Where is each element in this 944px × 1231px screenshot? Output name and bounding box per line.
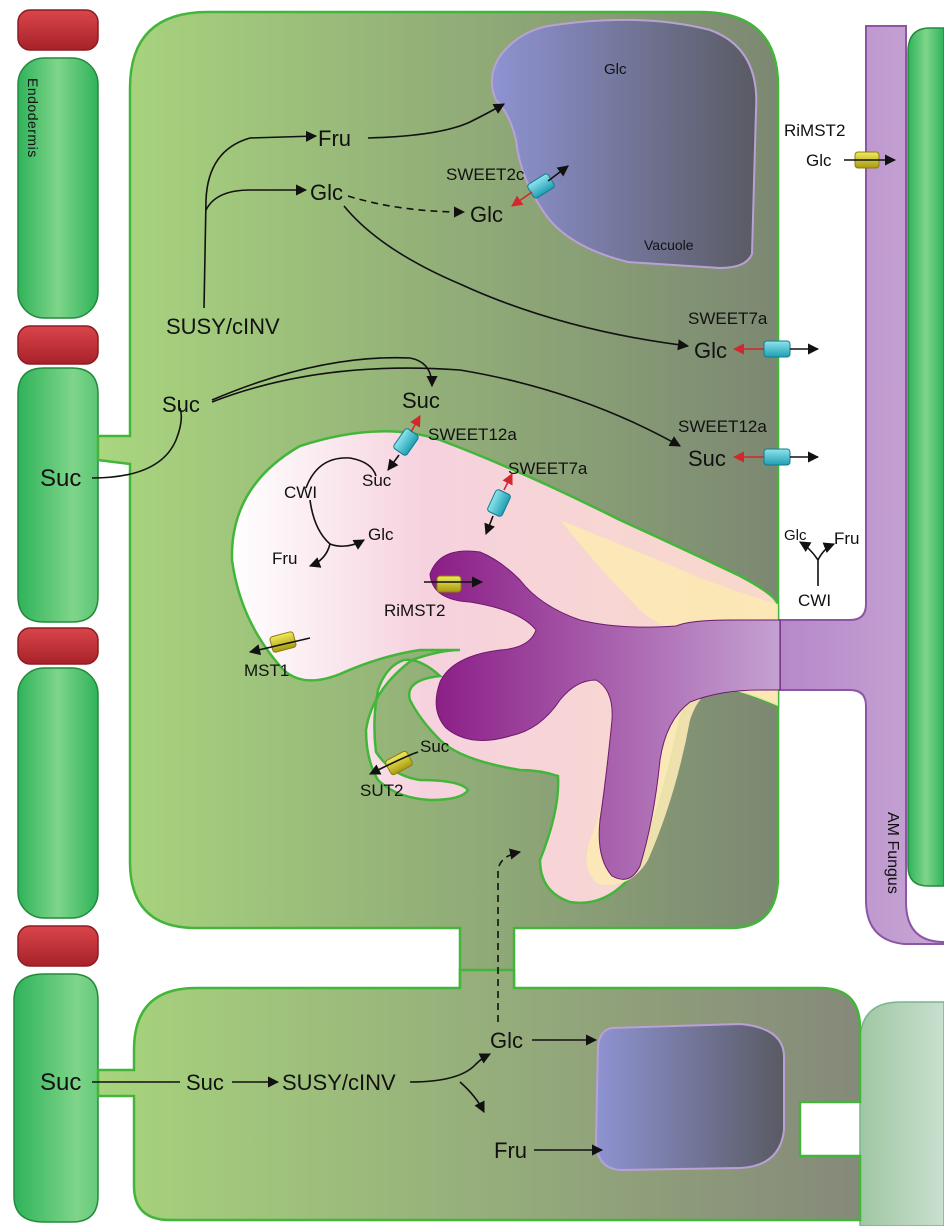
cortical-cell-right-bottom xyxy=(860,1002,944,1226)
vacuole-glc-label: Glc xyxy=(604,61,627,78)
casparian-strip xyxy=(18,10,98,50)
endodermis-cell xyxy=(14,974,140,1222)
sweet7a-label-upper: SWEET7a xyxy=(688,309,768,328)
glc-label-sweet7a: Glc xyxy=(694,338,727,363)
glc-label-upper: Glc xyxy=(310,180,343,205)
suc-label-peri: Suc xyxy=(402,388,440,413)
glc-label-cwi-fungus: Glc xyxy=(784,527,807,544)
glc-label-vacuole-import: Glc xyxy=(470,202,503,227)
riMST2-label-arbuscule: RiMST2 xyxy=(384,601,445,620)
suc-label-cytosol: Suc xyxy=(162,392,200,417)
mst1-label: MST1 xyxy=(244,661,289,680)
fru-label-bottom: Fru xyxy=(494,1138,527,1163)
am-fungus-label: AM Fungus xyxy=(884,812,901,894)
vacuole-label: Vacuole xyxy=(644,237,694,253)
arrow xyxy=(818,544,834,560)
susy-cinv-label-upper: SUSY/cINV xyxy=(166,314,280,339)
fru-label-upper: Fru xyxy=(318,126,351,151)
suc-label-pas: Suc xyxy=(362,471,392,490)
suc-label-sut2: Suc xyxy=(420,737,450,756)
arrow xyxy=(800,542,818,586)
sut2-label: SUT2 xyxy=(360,781,403,800)
endodermis-label: Endodermis xyxy=(25,78,41,158)
suc-label-right: Suc xyxy=(688,446,726,471)
suc-label-symplast: Suc xyxy=(40,465,81,492)
casparian-strip xyxy=(18,628,98,664)
vacuole-bottom xyxy=(596,1024,784,1170)
fru-label-pas: Fru xyxy=(272,549,298,568)
endodermis-cell xyxy=(18,668,98,918)
sweet12a-label-peri: SWEET12a xyxy=(428,425,517,444)
riMST2-label-fungus: RiMST2 xyxy=(784,121,845,140)
sweet12a-label-right: SWEET12a xyxy=(678,417,767,436)
endodermis-column: Endodermis xyxy=(14,10,140,1222)
sweet12a-transporter-right[interactable] xyxy=(764,449,790,465)
endodermis-cell xyxy=(18,368,128,622)
fru-label-cwi-fungus: Fru xyxy=(834,529,860,548)
casparian-strip xyxy=(18,926,98,966)
cwi-label-peri: CWI xyxy=(284,483,317,502)
casparian-strip xyxy=(18,326,98,364)
sweet7a-label-peri: SWEET7a xyxy=(508,459,588,478)
cortical-cell-right xyxy=(908,28,944,886)
sweet7a-transporter-upper[interactable] xyxy=(764,341,790,357)
glc-label-bottom: Glc xyxy=(490,1028,523,1053)
cwi-label-fungus: CWI xyxy=(798,591,831,610)
riMST2-transporter-arbuscule[interactable] xyxy=(437,576,461,592)
susy-cinv-label-bottom: SUSY/cINV xyxy=(282,1070,396,1095)
suc-label-bottom-mid: Suc xyxy=(186,1070,224,1095)
suc-label-bottom-left: Suc xyxy=(40,1069,81,1096)
glc-label-fungus: Glc xyxy=(806,151,832,170)
glc-label-pas: Glc xyxy=(368,525,394,544)
sweet2c-label: SWEET2c xyxy=(446,165,525,184)
bottom-cortical-cell xyxy=(98,970,860,1220)
